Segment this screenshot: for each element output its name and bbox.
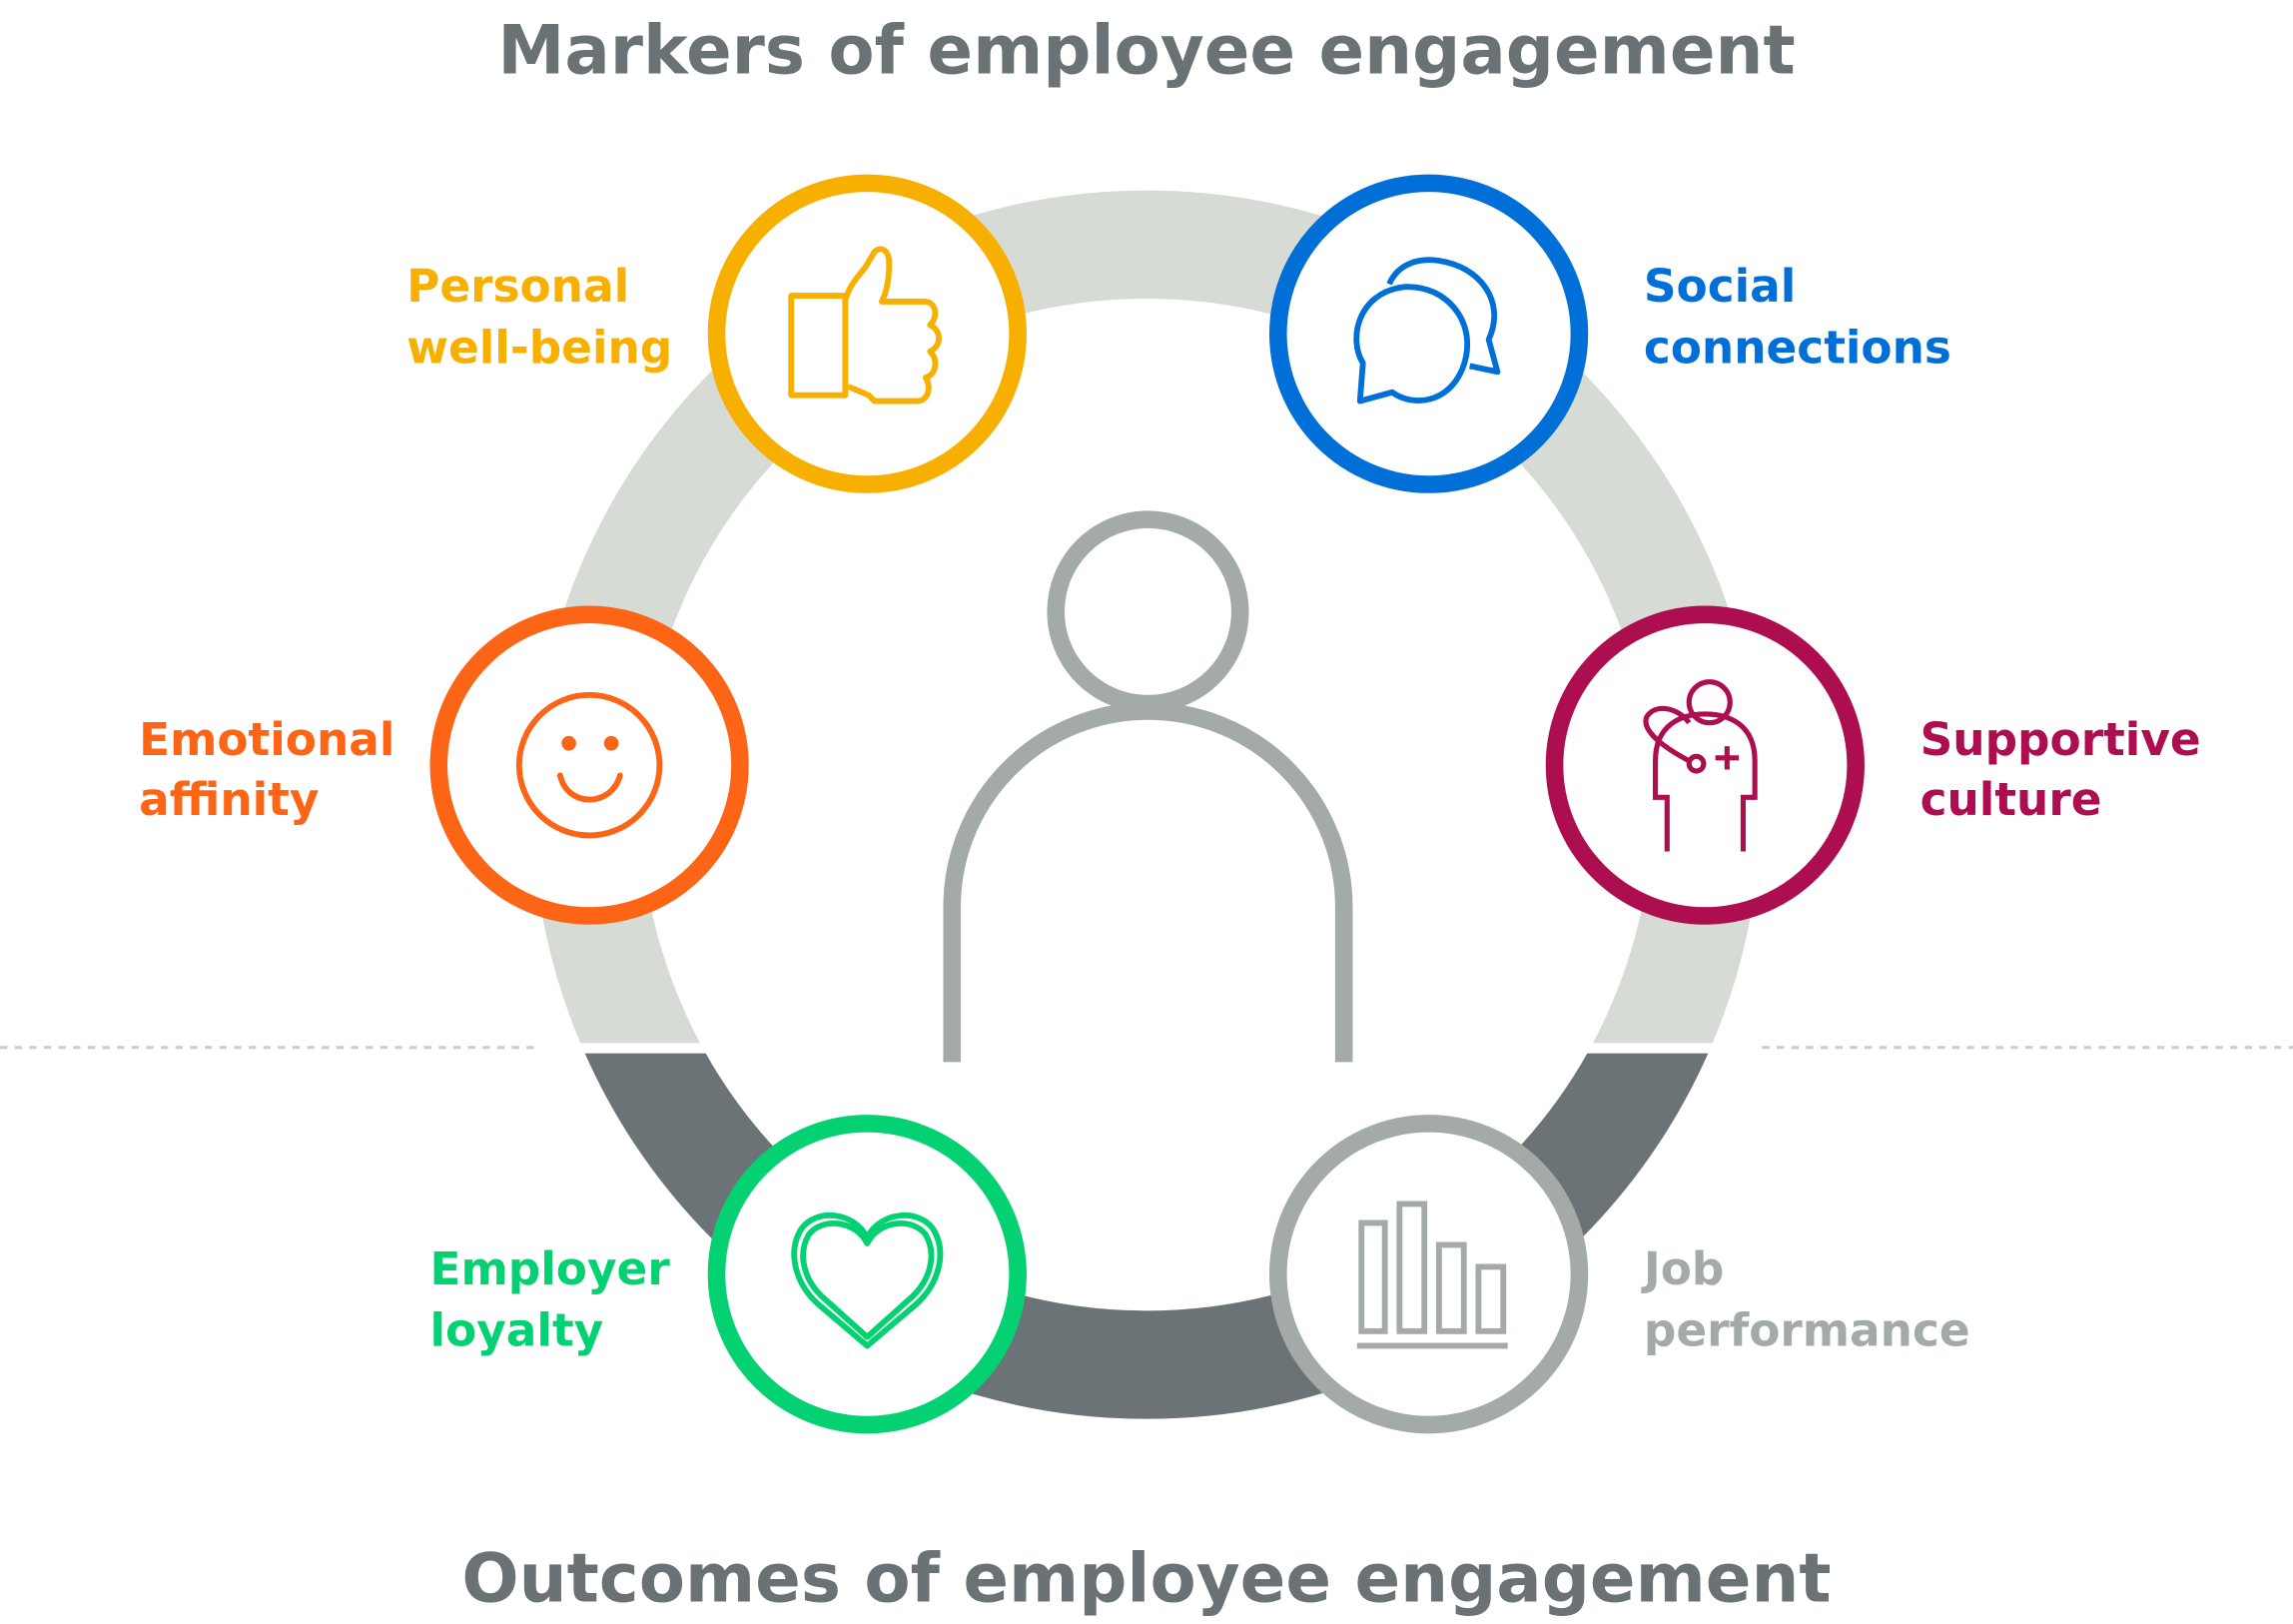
marker-personal-well-being: Personal well-being [406, 174, 1027, 493]
caregiver-icon [1643, 679, 1758, 852]
bar-chart-icon [1356, 1201, 1508, 1349]
label-social-line1: Social [1644, 260, 1796, 313]
label-supportive-line1: Supportive [1920, 713, 2201, 766]
label-emotional-line2: affinity [139, 773, 319, 826]
title-outcomes: Outcomes of employee engagement [461, 1539, 1831, 1618]
ring-outcomes [585, 1053, 1708, 1419]
label-supportive-line2: culture [1920, 773, 2102, 826]
outcome-employer-loyalty: Employer loyalty [430, 1115, 1027, 1434]
thumbs-up-icon [788, 246, 942, 405]
marker-supportive-culture: Supportive culture [1545, 605, 2201, 925]
outcome-job-performance: Job performance [1268, 1115, 1970, 1434]
marker-social-connections: Social connections [1268, 174, 1951, 493]
label-loyalty-line1: Employer [430, 1242, 671, 1295]
label-job-line2: performance [1644, 1303, 1970, 1356]
marker-emotional-affinity: Emotional affinity [139, 605, 749, 925]
label-personal-line1: Personal [406, 260, 629, 313]
chat-bubbles-icon [1353, 257, 1501, 405]
label-social-line2: connections [1644, 321, 1951, 374]
label-emotional-line1: Emotional [139, 713, 394, 766]
smiley-icon [515, 691, 663, 839]
label-personal-line2: well-being [406, 321, 672, 374]
title-markers: Markers of employee engagement [497, 11, 1795, 90]
heart-icon [791, 1213, 944, 1349]
person-icon [943, 510, 1353, 1063]
label-loyalty-line2: loyalty [430, 1303, 604, 1356]
label-job-line1: Job [1641, 1242, 1725, 1295]
